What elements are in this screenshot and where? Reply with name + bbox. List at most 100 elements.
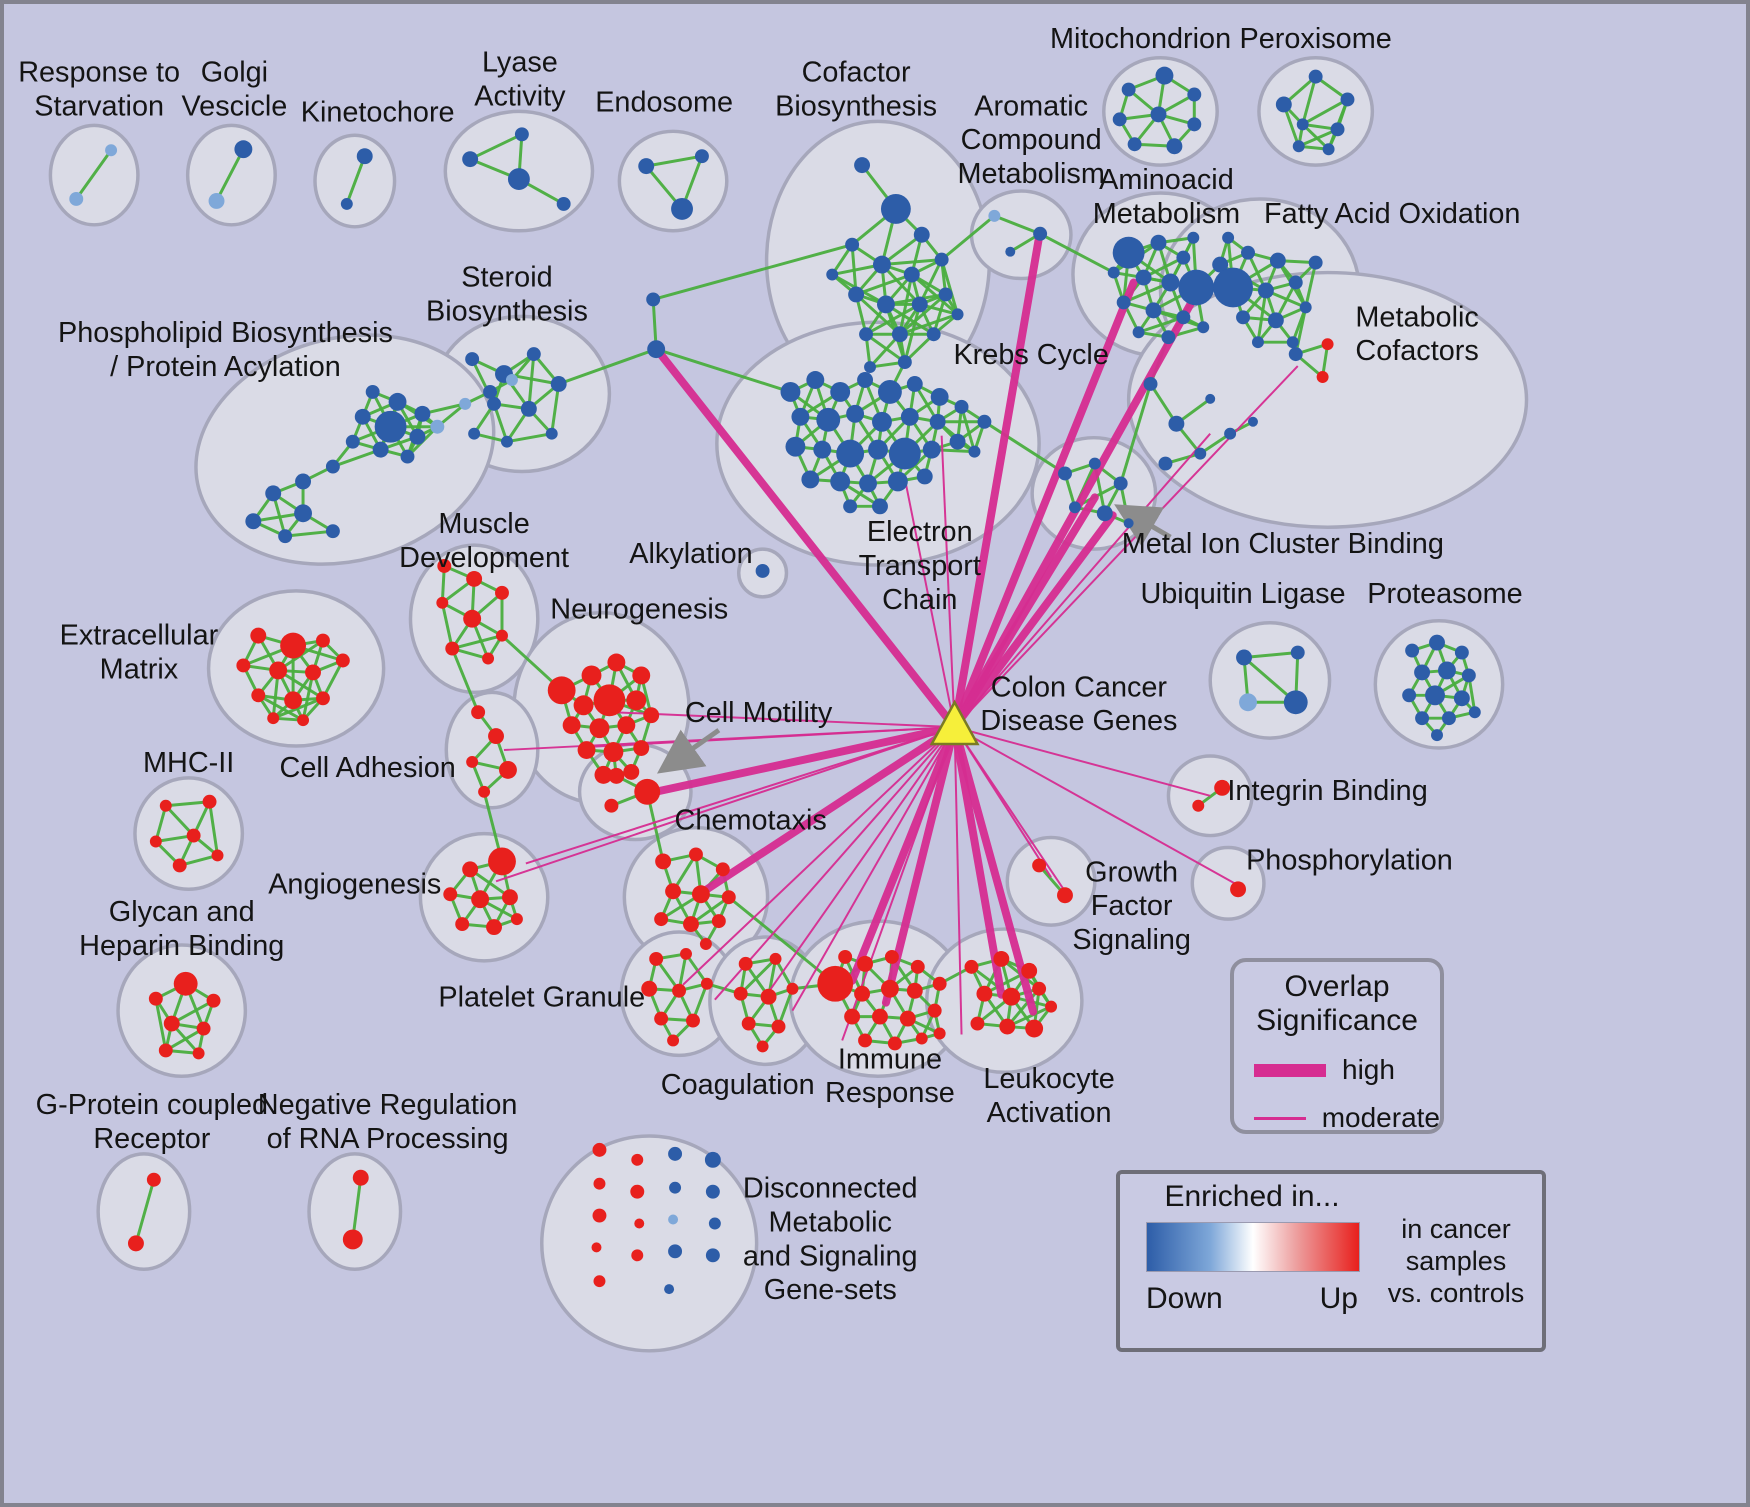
gene-set-node[interactable] <box>873 255 891 274</box>
gene-set-node[interactable] <box>500 435 513 448</box>
gene-set-node[interactable] <box>638 158 655 175</box>
gene-set-node[interactable] <box>884 949 899 964</box>
gene-set-node[interactable] <box>910 959 925 974</box>
gene-set-node[interactable] <box>859 327 874 342</box>
gene-set-node[interactable] <box>158 1043 173 1058</box>
gene-set-node[interactable] <box>294 504 313 523</box>
gene-set-node[interactable] <box>872 1008 888 1025</box>
gene-set-node[interactable] <box>671 197 693 220</box>
gene-set-node[interactable] <box>593 1275 606 1288</box>
gene-set-node[interactable] <box>562 716 581 735</box>
gene-set-node[interactable] <box>872 498 888 515</box>
gene-set-node[interactable] <box>1248 416 1258 427</box>
gene-set-node[interactable] <box>954 399 969 414</box>
gene-set-node[interactable] <box>1468 706 1481 719</box>
gene-set-node[interactable] <box>315 691 330 706</box>
gene-set-node[interactable] <box>1288 275 1303 290</box>
gene-set-node[interactable] <box>649 951 664 966</box>
gene-set-node[interactable] <box>864 361 876 374</box>
gene-set-node[interactable] <box>1257 282 1274 299</box>
gene-set-node[interactable] <box>903 266 920 283</box>
gene-set-node[interactable] <box>1112 112 1127 127</box>
gene-set-node[interactable] <box>463 609 482 628</box>
gene-set-node[interactable] <box>631 1153 644 1166</box>
gene-set-node[interactable] <box>1057 887 1073 904</box>
gene-set-node[interactable] <box>949 433 966 450</box>
gene-set-node[interactable] <box>641 980 658 997</box>
gene-set-node[interactable] <box>1176 310 1191 325</box>
gene-set-node[interactable] <box>854 157 871 174</box>
gene-set-node[interactable] <box>1230 881 1247 898</box>
gene-set-node[interactable] <box>1168 415 1185 432</box>
gene-set-node[interactable] <box>1135 269 1152 286</box>
gene-set-node[interactable] <box>265 485 282 502</box>
gene-set-node[interactable] <box>1414 664 1431 681</box>
gene-set-node[interactable] <box>1241 245 1255 260</box>
gene-set-node[interactable] <box>655 853 672 870</box>
gene-set-node[interactable] <box>335 653 350 668</box>
gene-set-node[interactable] <box>520 400 537 417</box>
gene-set-node[interactable] <box>699 938 712 950</box>
gene-set-node[interactable] <box>186 828 201 843</box>
gene-set-node[interactable] <box>510 913 523 926</box>
gene-set-node[interactable] <box>1123 518 1134 529</box>
gene-set-node[interactable] <box>887 471 908 492</box>
gene-set-node[interactable] <box>887 1036 902 1051</box>
gene-set-node[interactable] <box>857 372 874 388</box>
gene-set-node[interactable] <box>1330 122 1345 137</box>
gene-set-node[interactable] <box>643 707 660 724</box>
gene-set-node[interactable] <box>545 427 558 440</box>
gene-set-node[interactable] <box>211 849 224 862</box>
gene-set-node[interactable] <box>483 384 498 399</box>
gene-set-node[interactable] <box>105 144 118 157</box>
gene-set-node[interactable] <box>1402 688 1417 703</box>
gene-set-node[interactable] <box>634 778 661 805</box>
gene-set-node[interactable] <box>1236 649 1252 666</box>
gene-set-node[interactable] <box>899 1010 916 1027</box>
gene-set-node[interactable] <box>163 1015 180 1032</box>
gene-set-node[interactable] <box>374 410 407 443</box>
gene-set-node[interactable] <box>906 982 923 999</box>
gene-set-node[interactable] <box>352 1169 369 1186</box>
gene-set-node[interactable] <box>577 741 596 759</box>
gene-set-node[interactable] <box>269 661 288 680</box>
gene-set-node[interactable] <box>1113 476 1128 491</box>
gene-set-node[interactable] <box>1461 668 1476 683</box>
gene-set-node[interactable] <box>581 665 602 686</box>
gene-set-node[interactable] <box>430 419 445 434</box>
gene-set-node[interactable] <box>1192 799 1205 812</box>
gene-set-node[interactable] <box>1239 693 1257 712</box>
gene-set-node[interactable] <box>127 1235 144 1252</box>
gene-set-node[interactable] <box>592 1142 607 1157</box>
gene-set-node[interactable] <box>868 439 888 460</box>
gene-set-node[interactable] <box>488 847 516 876</box>
gene-set-node[interactable] <box>922 440 941 459</box>
gene-set-node[interactable] <box>1132 326 1145 339</box>
gene-set-node[interactable] <box>683 916 699 933</box>
gene-set-node[interactable] <box>591 1242 602 1253</box>
colon-cancer-disease-genes-node[interactable] <box>929 699 980 746</box>
gene-set-node[interactable] <box>556 196 571 211</box>
gene-set-node[interactable] <box>1224 427 1237 440</box>
gene-set-node[interactable] <box>1158 456 1173 471</box>
gene-set-node[interactable] <box>1275 96 1292 113</box>
gene-set-node[interactable] <box>631 1249 644 1262</box>
gene-set-node[interactable] <box>872 411 892 432</box>
gene-set-node[interactable] <box>769 952 782 965</box>
gene-set-node[interactable] <box>1088 457 1101 470</box>
gene-set-node[interactable] <box>354 408 371 425</box>
gene-set-node[interactable] <box>880 979 899 998</box>
gene-set-node[interactable] <box>466 570 483 587</box>
gene-set-node[interactable] <box>1112 236 1145 269</box>
gene-set-node[interactable] <box>1021 962 1038 979</box>
gene-set-node[interactable] <box>715 862 730 877</box>
gene-set-node[interactable] <box>159 799 172 812</box>
gene-set-node[interactable] <box>738 956 753 971</box>
gene-set-node[interactable] <box>342 1229 363 1250</box>
gene-set-node[interactable] <box>146 1172 161 1187</box>
gene-set-node[interactable] <box>1299 301 1312 314</box>
gene-set-node[interactable] <box>926 327 941 342</box>
gene-set-node[interactable] <box>836 439 865 468</box>
gene-set-node[interactable] <box>1296 118 1309 131</box>
gene-set-node[interactable] <box>280 632 307 659</box>
